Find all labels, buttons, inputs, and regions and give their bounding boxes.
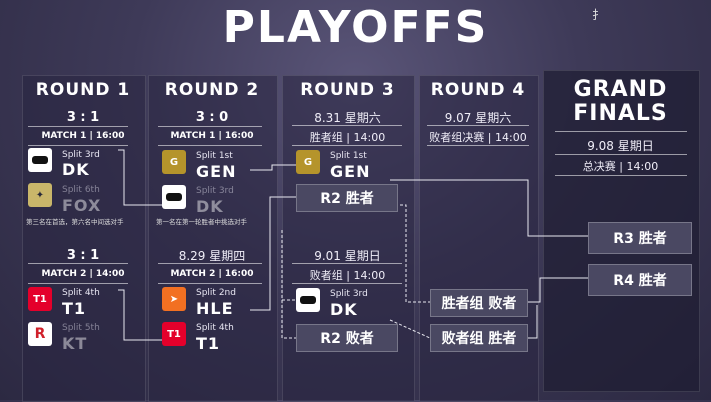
r1m2-label: MATCH 2 | 14:00 [41,269,125,279]
round1-header: ROUND 1 [35,80,131,100]
r4-slot-upper-loser: 胜者组 败者 [430,289,528,317]
round2-column [148,75,278,402]
r3m2-date: 9.01 星期日 [314,249,381,263]
round1-column [22,75,146,402]
divider [292,145,402,146]
kt-logo-icon: R [28,322,52,346]
r4-label: 败者组决赛 | 14:00 [429,131,527,144]
divider [158,283,262,284]
r3m1-date: 8.31 星期六 [314,111,381,125]
r3m1-a-split: Split 1st [330,151,367,161]
r2m1-note: 第一名在第一轮胜者中挑选对手 [156,218,247,226]
r1m1-note: 第三名在首选，第六名中间选对手 [26,218,124,226]
round4-header: ROUND 4 [430,80,526,100]
r2m1-a-name: GEN [196,162,237,181]
divider [292,263,402,264]
divider [158,263,262,264]
page-title: PLAYOFFS [222,2,489,53]
r1m2-b-name: KT [62,334,88,353]
gf-sub: 总决赛 | 14:00 [582,160,659,173]
r1m2-b-split: Split 5th [62,323,100,333]
divider [158,126,262,127]
t1-logo-icon: T1 [162,322,186,346]
r4-date: 9.07 星期六 [444,111,512,125]
hle-logo-icon: ➤ [162,287,186,311]
r1m1-a-name: DK [62,160,90,179]
divider [28,263,128,264]
r3m2-slot-r2-loser: R2 败者 [296,324,398,352]
r2m1-a-split: Split 1st [196,151,233,161]
divider [28,283,128,284]
t1-logo-icon: T1 [28,287,52,311]
r3m2-a-name: DK [330,300,358,319]
gf-slot-r3-winner: R3 胜者 [588,222,692,254]
divider [427,125,529,126]
r3m2-a-split: Split 3rd [330,289,368,299]
divider [292,125,402,126]
r1m2-a-name: T1 [62,299,87,318]
r1m2-score: 3 : 1 [66,248,100,263]
r1m1-b-split: Split 6th [62,185,100,195]
r1m1-score: 3 : 1 [66,110,100,125]
divider [292,283,402,284]
r3m1-slot-r2-winner: R2 胜者 [296,184,398,212]
divider [555,154,687,155]
dk-logo-icon [296,288,320,312]
divider [28,145,128,146]
r4-slot-lower-winner: 败者组 胜者 [430,324,528,352]
r3m1-label: 胜者组 | 14:00 [309,131,386,144]
gen-logo-icon: G [296,150,320,174]
r2m1-score: 3 : 0 [195,110,229,125]
divider [28,126,128,127]
divider [427,145,529,146]
divider [555,175,687,176]
r1m1-a-split: Split 3rd [62,150,100,160]
r1m2-a-split: Split 4th [62,288,100,298]
gf-slot-r4-winner: R4 胜者 [588,264,692,296]
fox-logo-icon: ✦ [28,183,52,207]
r3m1-a-name: GEN [330,162,371,181]
r1m1-b-name: FOX [62,196,102,215]
r2m2-label: MATCH 2 | 16:00 [170,269,254,279]
dk-logo-icon [162,185,186,209]
round2-header: ROUND 2 [164,80,260,100]
r2m1-b-name: DK [196,197,224,216]
r2m2-b-split: Split 4th [196,323,234,333]
r2m2-b-name: T1 [196,334,221,353]
divider [158,145,262,146]
round3-header: ROUND 3 [300,80,395,100]
r2m1-label: MATCH 1 | 16:00 [170,131,254,141]
r2m1-b-split: Split 3rd [196,186,234,196]
gf-date: 9.08 星期日 [587,139,654,153]
gen-logo-icon: G [162,150,186,174]
divider [555,131,687,132]
dk-logo-icon [28,148,52,172]
r2m2-a-name: HLE [196,299,234,318]
grand-finals-title-1: GRAND [573,77,668,102]
r1m1-label: MATCH 1 | 16:00 [41,131,125,141]
corner-mark: 扌 [592,8,605,22]
r2m2-a-split: Split 2nd [196,288,236,298]
grand-finals-title-2: FINALS [573,101,668,126]
r3m2-label: 败者组 | 14:00 [309,269,386,282]
r2m2-date: 8.29 星期四 [178,249,246,263]
